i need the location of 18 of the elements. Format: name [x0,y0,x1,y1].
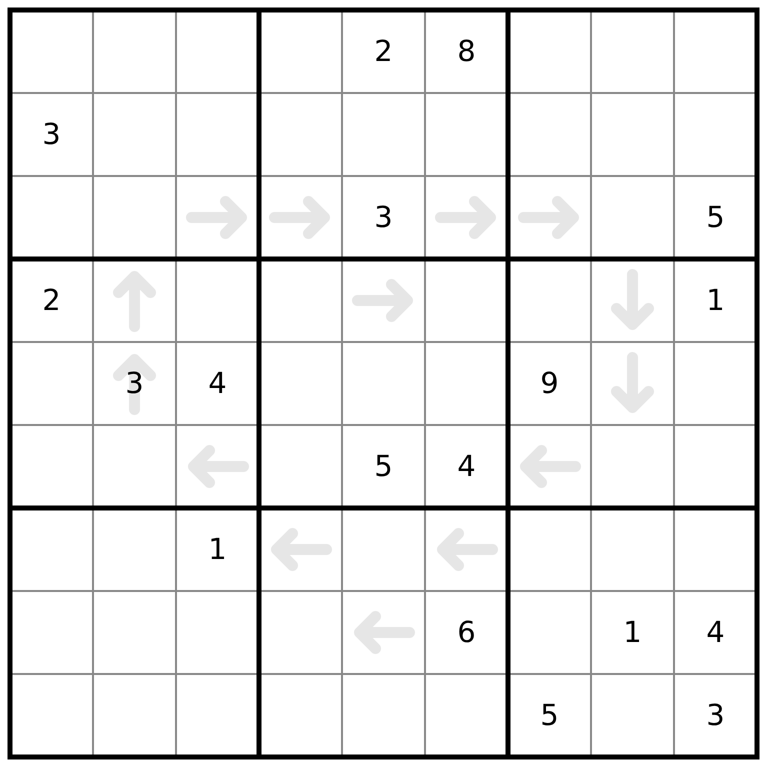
given-digit: 5 [540,698,559,732]
given-digit: 2 [374,34,393,68]
given-digit: 1 [623,615,642,649]
given-digit: 6 [457,615,476,649]
given-digit: 4 [208,366,227,400]
given-digit: 3 [374,200,393,234]
given-digit: 3 [125,366,144,400]
given-digit: 2 [42,283,61,317]
given-digit: 4 [457,449,476,483]
given-digit: 9 [540,366,559,400]
given-digit: 1 [706,283,725,317]
given-digit: 5 [706,200,725,234]
given-digit: 1 [208,532,227,566]
given-digit: 5 [374,449,393,483]
given-digit: 8 [457,34,476,68]
given-digit: 3 [42,117,61,151]
given-digit: 3 [706,698,725,732]
given-digit: 4 [706,615,725,649]
